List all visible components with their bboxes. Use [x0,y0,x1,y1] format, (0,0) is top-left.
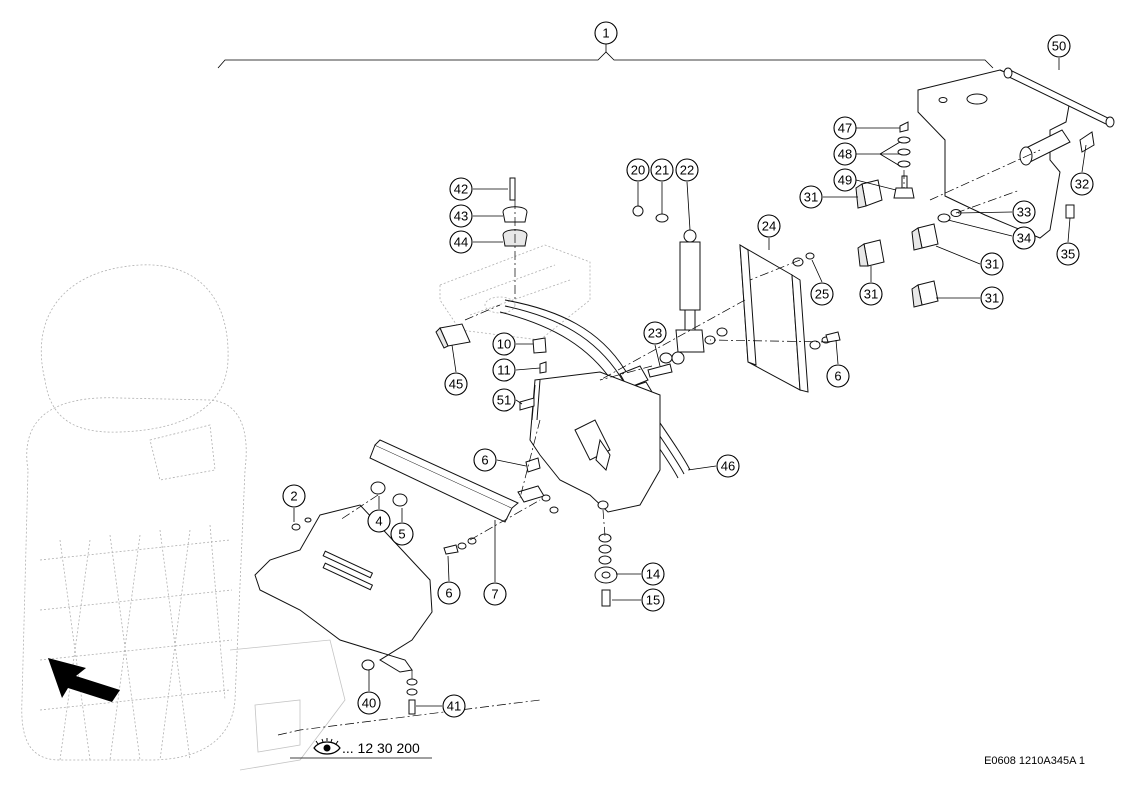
svg-text:32: 32 [1075,177,1089,192]
callout-51: 51 [492,388,516,412]
base-plate [254,481,477,673]
callout-6-b: 6 [473,448,497,472]
callout-14: 14 [641,562,665,586]
svg-text:31: 31 [804,190,818,205]
callout-15: 15 [641,588,665,612]
svg-text:50: 50 [1052,39,1066,54]
callout-7: 7 [483,582,507,606]
callout-21: 21 [650,158,674,182]
callout-44: 44 [449,230,473,254]
callout-assembly-1: 1 [594,21,618,45]
callout-6-c: 6 [437,581,461,605]
eye-icon [313,738,341,755]
svg-text:1: 1 [602,26,609,41]
svg-text:6: 6 [445,586,452,601]
svg-text:46: 46 [721,459,735,474]
callout-34: 34 [1012,226,1036,250]
svg-text:41: 41 [447,699,461,714]
callout-23: 23 [643,321,667,345]
slot-pattern [322,550,374,591]
callout-47: 47 [833,116,857,140]
svg-text:51: 51 [497,393,511,408]
svg-text:48: 48 [838,147,852,162]
callout-33: 33 [1012,200,1036,224]
svg-text:25: 25 [815,287,829,302]
svg-text:7: 7 [491,587,498,602]
drawing-code: E0608 1210A345A 1 [984,755,1085,767]
callout-41: 41 [442,694,466,718]
ghost-seat [21,264,346,771]
callout-5: 5 [390,522,414,546]
svg-text:44: 44 [454,235,468,250]
callout-24: 24 [757,214,781,238]
svg-text:34: 34 [1017,231,1031,246]
callout-25: 25 [810,282,834,306]
callout-42: 42 [449,177,473,201]
svg-text:23: 23 [648,326,662,341]
callout-10: 10 [492,332,516,356]
callout-31-c: 31 [980,252,1004,276]
assembly-lines [277,149,1041,736]
direction-arrow [48,658,120,702]
svg-text:6: 6 [834,369,841,384]
svg-text:40: 40 [362,696,376,711]
cross-reference: ... 12 30 200 [290,738,432,759]
callout-22: 22 [675,158,699,182]
svg-text:35: 35 [1061,247,1075,262]
callout-45: 45 [444,372,468,396]
bottom-hardware [361,533,618,715]
svg-text:45: 45 [449,377,463,392]
svg-text:6: 6 [481,453,488,468]
callout-49: 49 [833,168,857,192]
callout-31-a: 31 [799,185,823,209]
slide-rail [369,439,519,523]
callout-4: 4 [367,509,391,533]
callout-32: 32 [1070,172,1094,196]
callout-11: 11 [492,358,516,382]
svg-text:31: 31 [985,291,999,306]
callout-50: 50 [1047,34,1071,58]
svg-text:22: 22 [680,163,694,178]
svg-text:42: 42 [454,182,468,197]
svg-text:21: 21 [655,163,669,178]
seat-frame [517,371,661,514]
svg-text:24: 24 [762,219,776,234]
svg-text:31: 31 [864,287,878,302]
callout-43: 43 [449,204,473,228]
callout-20: 20 [626,158,650,182]
svg-text:49: 49 [838,173,852,188]
callout-46: 46 [716,454,740,478]
callout-6-a: 6 [826,364,850,388]
ghost-lever-housing [439,244,591,341]
svg-text:11: 11 [497,363,511,378]
svg-text:15: 15 [646,593,660,608]
callout-35: 35 [1056,242,1080,266]
callout-2: 2 [282,484,306,508]
svg-text:31: 31 [985,257,999,272]
svg-text:14: 14 [646,567,660,582]
clip-parts-31 [855,179,939,308]
svg-text:47: 47 [838,121,852,136]
callout-31-d: 31 [980,286,1004,310]
guide-plate [739,244,841,393]
svg-text:2: 2 [290,489,297,504]
svg-text:20: 20 [631,163,645,178]
callout-40: 40 [357,691,381,715]
svg-text:10: 10 [497,337,511,352]
gas-spring [632,205,728,378]
svg-text:43: 43 [454,209,468,224]
reference-text: ... 12 30 200 [342,740,420,756]
callout-31-b: 31 [859,282,883,306]
svg-text:5: 5 [398,527,405,542]
pivot-bracket [917,67,1115,239]
svg-text:4: 4 [375,514,382,529]
assembly-brace [217,44,994,69]
callout-leaders [293,58,1087,707]
svg-text:33: 33 [1017,205,1031,220]
callout-48: 48 [833,142,857,166]
